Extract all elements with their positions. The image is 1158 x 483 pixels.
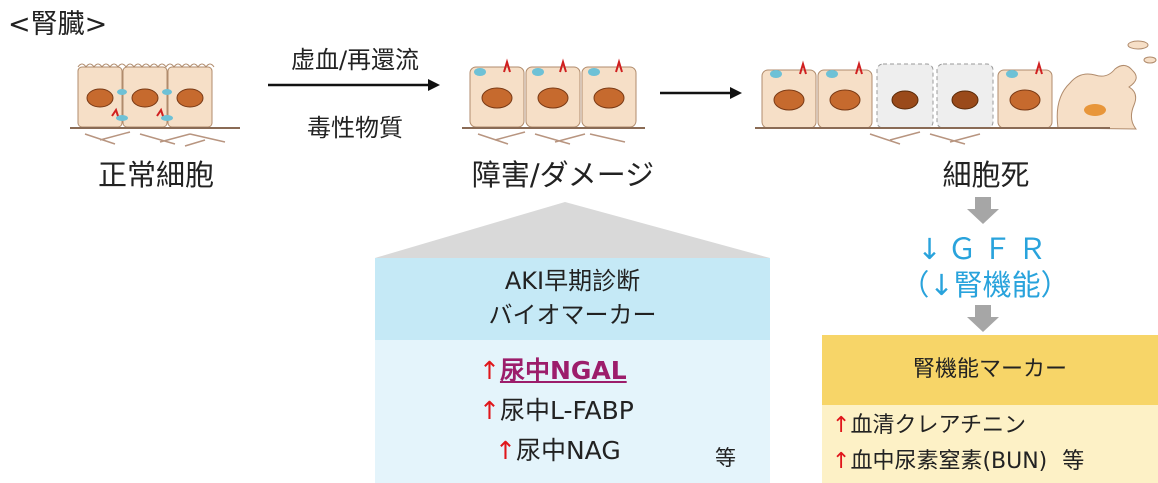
arrow-1	[268, 79, 440, 91]
up-arrow-icon: ↑	[832, 413, 851, 438]
stage-label-damage: 障害/ダメージ	[471, 158, 655, 192]
up-arrow-icon: ↑	[479, 396, 500, 425]
aki-box-header: AKI早期診断 バイオマーカー	[375, 258, 770, 340]
arrow-label-ischemia: 虚血/再還流	[290, 46, 420, 74]
aki-item-label: 尿中L-FABP	[499, 396, 634, 425]
gfr-line2: （↓腎機能）	[900, 268, 1070, 302]
up-arrow-icon: ↑	[495, 436, 516, 465]
aki-header-line2: バイオマーカー	[488, 301, 657, 329]
gfr-line1: ↓ＧＦＲ	[917, 232, 1053, 266]
aki-item-nag: ↑尿中NAG	[495, 432, 621, 470]
renal-box-header: 腎機能マーカー	[822, 335, 1158, 405]
down-arrow-1	[967, 197, 999, 224]
aki-item-label: 尿中NGAL	[499, 356, 627, 385]
stage-label-death: 細胞死	[942, 158, 1030, 192]
aki-box-body: ↑尿中NGAL ↑尿中L-FABP ↑尿中NAG 等	[375, 340, 770, 483]
arrow-label-toxin: 毒性物質	[307, 114, 403, 142]
up-arrow-icon: ↑	[479, 356, 500, 385]
aki-item-label: 尿中NAG	[515, 436, 621, 465]
renal-item-label: 血清クレアチニン	[850, 413, 1026, 438]
aki-roof	[375, 202, 770, 258]
damaged-cells-illustration	[462, 58, 645, 145]
renal-item-bun: ↑血中尿素窒素(BUN) 等	[832, 445, 1084, 479]
renal-box-body: ↑血清クレアチニン ↑血中尿素窒素(BUN) 等	[822, 405, 1158, 483]
renal-etc: 等	[1062, 449, 1085, 474]
aki-item-ngal: ↑尿中NGAL	[479, 352, 627, 390]
stage-label-normal: 正常細胞	[97, 158, 214, 192]
page-title: <腎臓>	[8, 9, 108, 40]
normal-cells-illustration	[70, 63, 240, 147]
up-arrow-icon: ↑	[832, 449, 851, 474]
dead-cells-illustration	[755, 40, 1157, 145]
arrow-2	[660, 87, 742, 99]
aki-etc: 等	[715, 446, 736, 470]
renal-item-label: 血中尿素窒素(BUN)	[850, 449, 1048, 474]
aki-header-line1: AKI早期診断	[504, 267, 641, 295]
down-arrow-2	[967, 305, 999, 332]
renal-item-creatinine: ↑血清クレアチニン	[832, 409, 1026, 443]
aki-item-lfabp: ↑尿中L-FABP	[479, 392, 634, 430]
